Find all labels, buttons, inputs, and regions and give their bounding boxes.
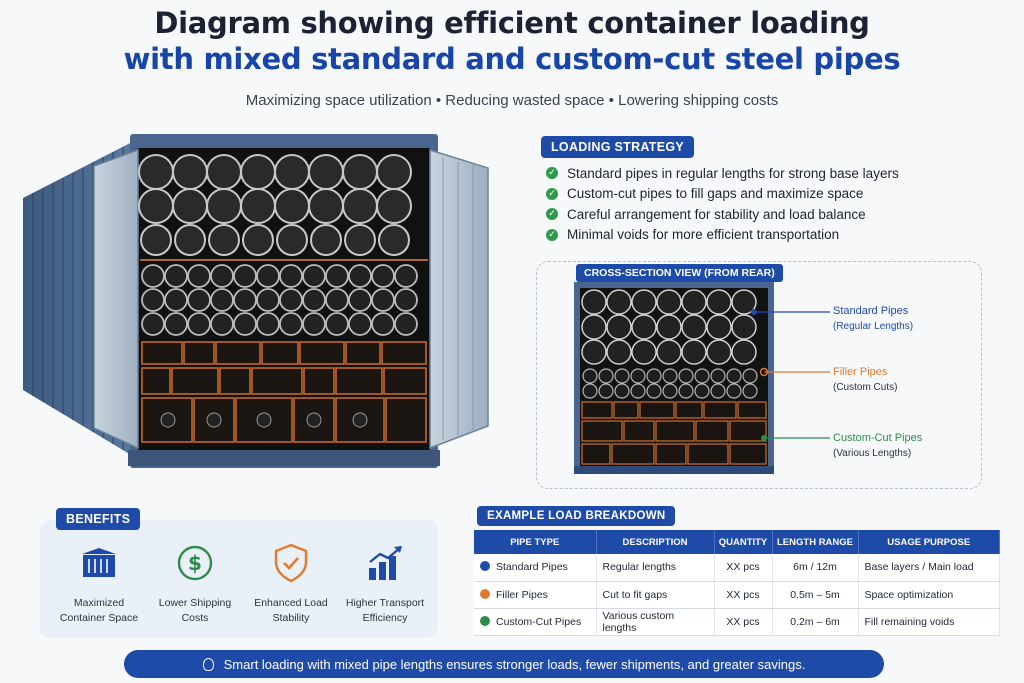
legend-standard-sub: (Regular Lengths) <box>833 321 914 332</box>
footer-banner: Smart loading with mixed pipe lengths en… <box>124 650 884 678</box>
column-header: USAGE PURPOSE <box>858 530 1000 554</box>
load-breakdown-table: PIPE TYPE DESCRIPTION QUANTITY LENGTH RA… <box>474 530 1000 636</box>
container-icon <box>82 548 116 577</box>
column-header: LENGTH RANGE <box>772 530 859 554</box>
filler-dot-icon <box>480 588 490 599</box>
page-subtitle: Maximizing space utilization • Reducing … <box>245 92 779 109</box>
legend-leader-lines <box>751 309 830 441</box>
dollar-icon: $ <box>177 545 213 581</box>
standard-dot-icon <box>480 561 490 572</box>
benefits-label: BENEFITS <box>56 508 141 530</box>
table-row: Custom-Cut Pipes Various custom lengths … <box>474 608 1000 636</box>
column-header: QUANTITY <box>714 530 773 554</box>
strategy-list: ✓Standard pipes in regular lengths for s… <box>546 163 1006 245</box>
page-title-line1: Diagram showing efficient container load… <box>154 6 870 40</box>
footer-text: Smart loading with mixed pipe lengths en… <box>223 656 806 672</box>
check-icon: ✓ <box>546 208 558 221</box>
custom-dot-icon <box>480 615 490 626</box>
shipping-container-illustration <box>23 134 489 468</box>
strategy-item: ✓Careful arrangement for stability and l… <box>546 204 1006 225</box>
shield-check-icon <box>274 543 308 583</box>
cross-section-diagram <box>574 282 774 474</box>
check-icon: ✓ <box>546 228 558 241</box>
strategy-item: ✓Custom-cut pipes to fill gaps and maxim… <box>546 184 1006 205</box>
cross-section-panel <box>536 261 982 489</box>
legend-custom-title: Custom-Cut Pipes <box>833 432 923 444</box>
lightbulb-icon <box>202 657 214 671</box>
legend-custom-sub: (Various Lengths) <box>833 448 912 459</box>
check-icon: ✓ <box>546 167 558 180</box>
svg-text:$: $ <box>188 551 202 575</box>
strategy-item: ✓Standard pipes in regular lengths for s… <box>546 163 1006 184</box>
check-icon: ✓ <box>546 187 558 200</box>
legend-filler-title: Filler Pipes <box>833 366 888 378</box>
cross-section-label: CROSS-SECTION VIEW (FROM REAR) <box>576 264 783 282</box>
column-header: DESCRIPTION <box>596 530 715 554</box>
strategy-item: ✓Minimal voids for more efficient transp… <box>546 225 1006 246</box>
legend-filler-sub: (Custom Cuts) <box>833 382 898 393</box>
loading-strategy-label: LOADING STRATEGY <box>541 136 695 158</box>
table-row: Filler Pipes Cut to fit gaps XX pcs 0.5m… <box>474 581 1000 609</box>
table-row: Standard Pipes Regular lengths XX pcs 6m… <box>474 554 1000 582</box>
column-header: PIPE TYPE <box>474 530 597 554</box>
page-title-line2: with mixed standard and custom-cut steel… <box>123 42 901 76</box>
breakdown-label: EXAMPLE LOAD BREAKDOWN <box>477 506 676 526</box>
chart-arrow-icon <box>369 546 402 580</box>
legend-standard-title: Standard Pipes <box>833 305 909 317</box>
table-header-row: PIPE TYPE DESCRIPTION QUANTITY LENGTH RA… <box>474 530 1000 554</box>
